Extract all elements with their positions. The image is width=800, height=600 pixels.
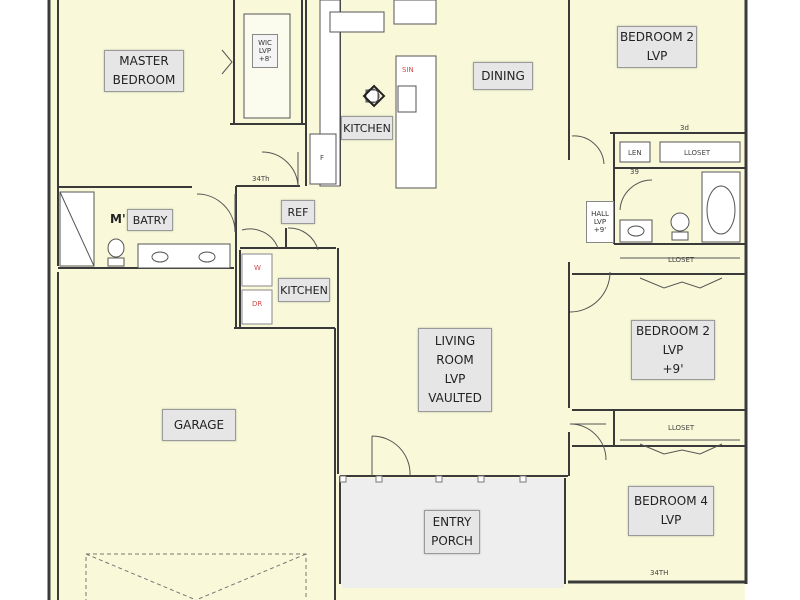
door-swings [196, 135, 653, 477]
oven-label: F [320, 154, 325, 162]
room-label-master-bath: BATRY [127, 209, 173, 231]
exterior-walls [47, 0, 748, 600]
kitchen-counters [309, 0, 437, 189]
closet-fixtures [619, 141, 741, 455]
garage-door [85, 553, 307, 600]
closet-label-a: LLOSET [684, 149, 711, 157]
room-label-bedroom-4: BEDROOM 4 LVP [628, 486, 714, 536]
dimension-34th-top: 34Th [252, 175, 270, 183]
room-label-wic: WIC LVP +8' [252, 34, 278, 68]
laundry-fixtures [241, 253, 273, 325]
washer-label: W [254, 264, 261, 272]
room-label-bedroom-2-top: BEDROOM 2 LVP [617, 26, 697, 68]
cooktop-icon [362, 84, 386, 108]
master-bath-prefix: M' [110, 212, 126, 226]
closet-label-c: LLOSET [668, 424, 695, 432]
hall-bath-fixtures [619, 171, 741, 243]
closet-label-b: LLOSET [668, 256, 695, 264]
porch-columns [339, 475, 527, 483]
dimension-34th-bottom: 34TH [650, 569, 669, 577]
linen-label: LEN [628, 149, 642, 157]
room-label-master-bedroom: MASTER BEDROOM [104, 50, 184, 92]
room-label-dining: DINING [473, 62, 533, 90]
room-label-laundry: KITCHEN [278, 278, 330, 302]
room-label-ref: REF [281, 200, 315, 224]
outside-right [745, 0, 800, 600]
room-label-bedroom-2-mid: BEDROOM 2 LVP +9' [631, 320, 715, 380]
room-label-entry-porch: ENTRY PORCH [424, 510, 480, 554]
note-3d: 3d [680, 124, 689, 132]
note-39: 39 [630, 168, 639, 176]
dryer-label: DR [252, 300, 263, 308]
room-label-hall: HALL LVP +9' [586, 201, 614, 243]
sink-label: SIN [402, 66, 414, 74]
room-label-living-room: LIVING ROOM LVP VAULTED [418, 328, 492, 412]
room-label-kitchen: KITCHEN [341, 116, 393, 140]
bath-fixtures [59, 191, 231, 269]
room-label-garage: GARAGE [162, 409, 236, 441]
